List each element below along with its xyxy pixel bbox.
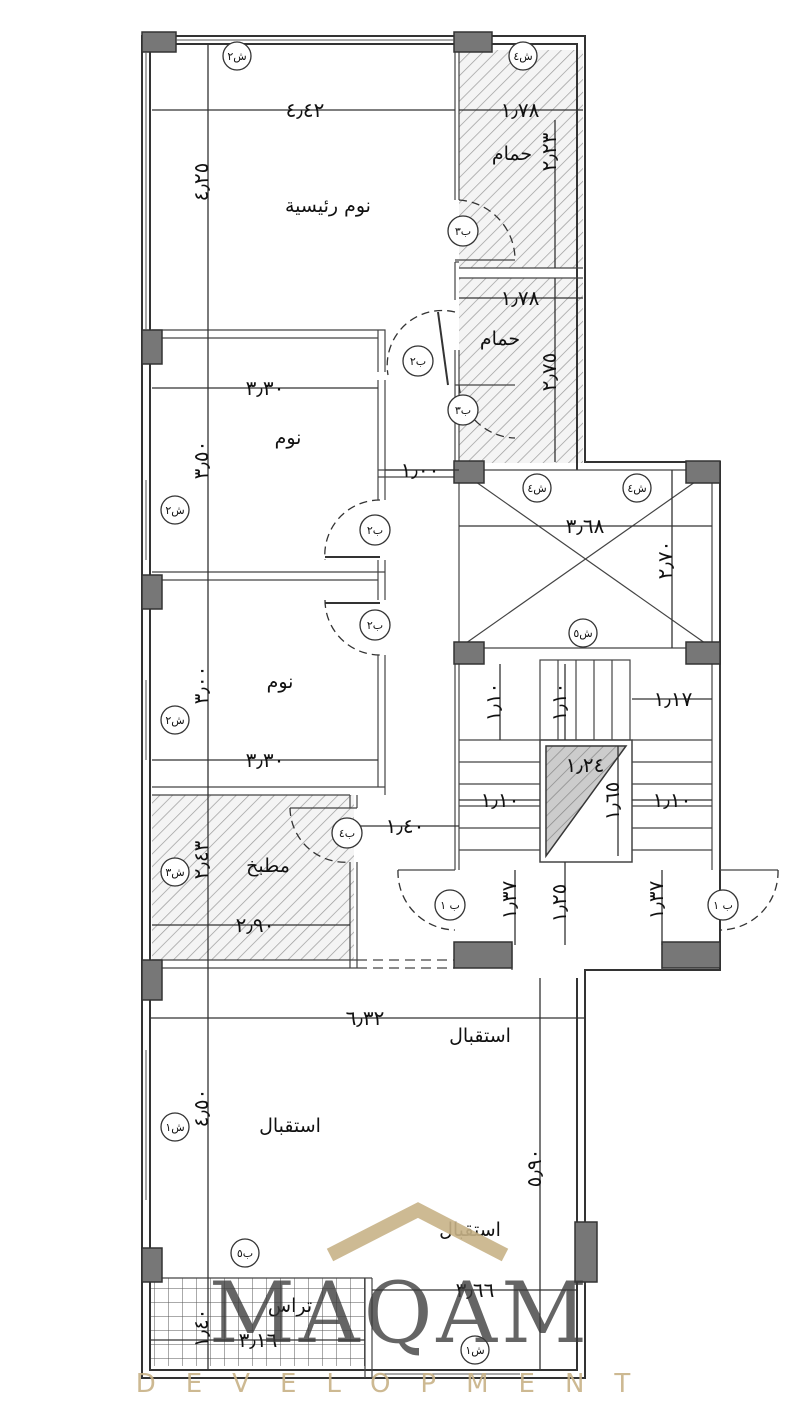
dim-bed1-height: ٣٫٥٠ bbox=[189, 441, 213, 480]
dim-kitchen-door: ١٫٤٠ bbox=[386, 814, 425, 838]
svg-text:ش٤: ش٤ bbox=[513, 50, 532, 63]
tag-b3-a: ب٣ bbox=[447, 215, 479, 247]
svg-text:ش١: ش١ bbox=[165, 1121, 184, 1134]
svg-text:ش٥: ش٥ bbox=[573, 627, 592, 640]
svg-text:ش٣: ش٣ bbox=[165, 866, 184, 879]
dim-bath-top-width: ١٫٧٨ bbox=[501, 98, 540, 122]
dim-lobby-left: ١٫٣٧ bbox=[497, 880, 521, 919]
room-bath-mid: حمام bbox=[480, 328, 520, 350]
tag-b5: ب٥ bbox=[230, 1238, 260, 1268]
svg-text:ش٤: ش٤ bbox=[627, 482, 646, 495]
logo-word: MAQAM bbox=[209, 1264, 591, 1362]
tag-b2-a: ب٢ bbox=[402, 345, 434, 377]
watermark-logo: MAQAM DEVELOPMENT bbox=[136, 1202, 661, 1399]
dim-master-width: ٤٫٤٢ bbox=[286, 98, 325, 122]
dim-kitchen-height: ٢٫٤٣ bbox=[189, 840, 213, 879]
room-terrace: تراس bbox=[268, 1295, 312, 1317]
tag-w4-top: ش٤ bbox=[508, 41, 538, 71]
svg-text:ب ١: ب ١ bbox=[713, 899, 733, 912]
dim-stair-well-h: ١٫٦٥ bbox=[600, 782, 624, 821]
svg-text:ش٢: ش٢ bbox=[227, 50, 246, 63]
dimension-lines bbox=[150, 44, 712, 1370]
svg-text:ب٥: ب٥ bbox=[237, 1247, 253, 1260]
wet-areas bbox=[150, 50, 583, 1366]
dim-lightwell-height: ٢٫٧٠ bbox=[653, 541, 677, 580]
tag-w2-top: ش٢ bbox=[222, 41, 252, 71]
columns bbox=[141, 31, 721, 1283]
tag-w1-bottom: ش١ bbox=[460, 1335, 490, 1365]
room-bedroom-1: نوم bbox=[275, 427, 302, 449]
dim-lobby-mid: ١٫٢٥ bbox=[547, 884, 571, 923]
svg-text:ب٢: ب٢ bbox=[410, 355, 426, 368]
dim-stair-right: ١٫١٧ bbox=[654, 687, 693, 711]
room-bath-top: حمام bbox=[492, 143, 532, 165]
svg-text:ب٢: ب٢ bbox=[367, 619, 383, 632]
tag-w5: ش٥ bbox=[568, 618, 598, 648]
tag-w2-bed1: ش٢ bbox=[160, 495, 190, 525]
staircase bbox=[459, 659, 712, 863]
tag-w1: ش١ bbox=[160, 1112, 190, 1142]
dim-terrace-height: ١٫٤٠ bbox=[189, 1309, 213, 1348]
dim-bath-mid-height: ٢٫٧٥ bbox=[537, 353, 561, 392]
tag-b2-b: ب٢ bbox=[359, 514, 391, 546]
tag-w4-r: ش٤ bbox=[622, 473, 652, 503]
tag-b1-l: ب ١ bbox=[434, 889, 466, 921]
svg-text:ب٢: ب٢ bbox=[367, 524, 383, 537]
dim-bath-top-height: ٢٫٢٣ bbox=[537, 132, 561, 171]
svg-text:ب٣: ب٣ bbox=[455, 225, 471, 238]
tag-b4: ب٤ bbox=[331, 817, 363, 849]
dim-stair-flight-r: ١٫١٠ bbox=[653, 788, 692, 812]
tag-b3-b: ب٣ bbox=[447, 394, 479, 426]
dim-lightwell-width: ٣٫٦٨ bbox=[566, 514, 605, 538]
outer-wall bbox=[141, 35, 721, 1379]
svg-text:ش١: ش١ bbox=[465, 1344, 484, 1357]
tag-w2-bed2: ش٢ bbox=[160, 705, 190, 735]
svg-text:ش٢: ش٢ bbox=[165, 504, 184, 517]
room-reception-1: استقبال bbox=[449, 1025, 511, 1047]
terrace-floor bbox=[150, 1278, 365, 1366]
dim-stair-flight-l: ١٫١٠ bbox=[481, 788, 520, 812]
doors bbox=[289, 199, 779, 931]
dim-terrace-width: ٣٫١٦ bbox=[239, 1328, 278, 1352]
room-reception-2: استقبال bbox=[259, 1115, 321, 1137]
svg-text:ب٤: ب٤ bbox=[339, 827, 355, 840]
dim-bed1-width: ٣٫٣٠ bbox=[246, 376, 285, 400]
stair-well-void bbox=[545, 745, 628, 859]
tag-b2-c: ب٢ bbox=[359, 609, 391, 641]
svg-text:ش٢: ش٢ bbox=[165, 714, 184, 727]
dim-bed2-height: ٣٫٠٠ bbox=[189, 666, 213, 705]
logo-sub: DEVELOPMENT bbox=[136, 1369, 661, 1399]
dim-reception-height: ٤٫٥٠ bbox=[189, 1089, 213, 1128]
dim-lobby-right: ١٫٣٧ bbox=[644, 880, 668, 919]
room-kitchen: مطبخ bbox=[246, 855, 290, 877]
dim-reception-right-h: ٥٫٩٠ bbox=[522, 1149, 546, 1188]
room-bedroom-2: نوم bbox=[267, 671, 294, 693]
dimension-labels: ٤٫٤٢ ١٫٧٨ ٤٫٢٥ ٢٫٢٣ ١٫٧٨ ٢٫٧٥ ٣٫٣٠ ٣٫٥٠ … bbox=[189, 98, 693, 1352]
tag-w4-l: ش٤ bbox=[522, 473, 552, 503]
walls bbox=[141, 35, 778, 1379]
windows bbox=[145, 39, 520, 1375]
svg-text:ب٣: ب٣ bbox=[455, 404, 471, 417]
tag-b1-r: ب ١ bbox=[707, 889, 739, 921]
dim-master-height: ٤٫٢٥ bbox=[189, 163, 213, 202]
dim-kitchen-width: ٢٫٩٠ bbox=[236, 913, 275, 937]
dim-reception-width: ٦٫٣٢ bbox=[346, 1006, 385, 1030]
bath-top-floor bbox=[459, 50, 583, 268]
dim-stair-left: ١٫١٠ bbox=[481, 683, 505, 722]
roof-icon bbox=[326, 1202, 509, 1262]
room-master-bedroom: نوم رئيسية bbox=[285, 195, 371, 217]
svg-text:ب ١: ب ١ bbox=[440, 899, 460, 912]
tag-w3: ش٣ bbox=[160, 857, 190, 887]
dim-balcony-width: ٣٫٦٦ bbox=[456, 1278, 495, 1302]
opening-tags: ش٢ ش٤ ب٣ ب٢ ب٣ ش٤ ش٤ ش٢ ب٢ ب٢ ش٥ ش٢ ب٤ ش… bbox=[160, 41, 739, 1365]
svg-text:ش٤: ش٤ bbox=[527, 482, 546, 495]
dim-corridor: ١٫٠٠ bbox=[401, 458, 440, 482]
dim-bath-mid-width: ١٫٧٨ bbox=[501, 286, 540, 310]
bath-mid-floor bbox=[459, 278, 583, 463]
dim-stair-well: ١٫٢٤ bbox=[566, 753, 605, 777]
dim-stair-mid: ١٫١٠ bbox=[547, 683, 571, 722]
dim-bed2-width: ٣٫٣٠ bbox=[246, 748, 285, 772]
